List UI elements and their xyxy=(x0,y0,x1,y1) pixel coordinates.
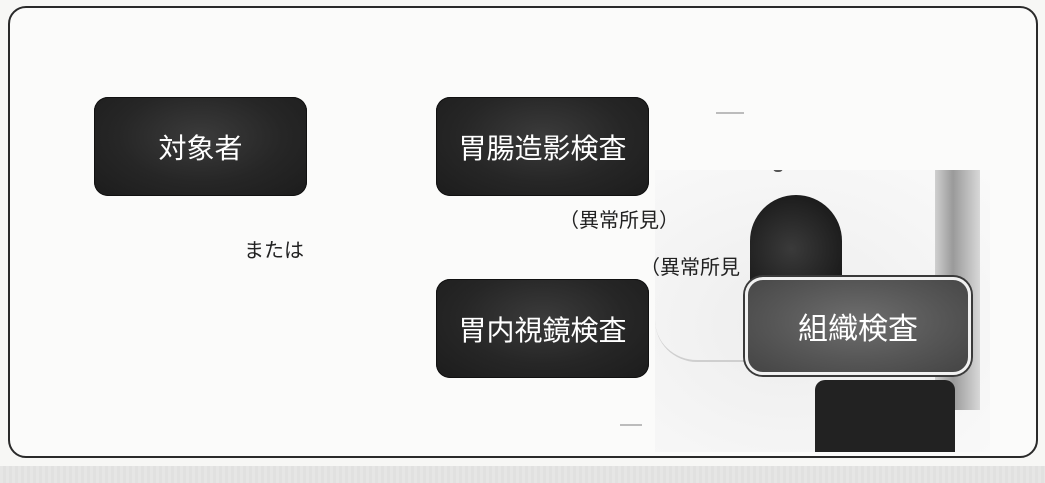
node-xray-exam-label: 胃腸造影検査 xyxy=(458,131,627,165)
abnormal-findings-label-2: （異常所見 xyxy=(640,255,740,279)
node-biopsy: 組織検査 xyxy=(745,277,971,375)
node-subject: 対象者 xyxy=(94,97,307,196)
node-endoscopy-exam: 胃内視鏡検査 xyxy=(436,279,649,378)
or-label: または xyxy=(244,238,304,262)
node-endoscopy-exam-label: 胃内視鏡検査 xyxy=(458,313,627,347)
machine-base xyxy=(815,380,955,452)
scan-artifact xyxy=(716,112,744,114)
node-biopsy-label: 組織検査 xyxy=(798,312,918,347)
scan-edge xyxy=(0,466,1045,483)
node-subject-label: 対象者 xyxy=(158,131,243,165)
scan-artifact xyxy=(620,424,642,426)
node-xray-exam: 胃腸造影検査 xyxy=(436,97,649,196)
abnormal-findings-label-1: （異常所見） xyxy=(559,208,679,232)
